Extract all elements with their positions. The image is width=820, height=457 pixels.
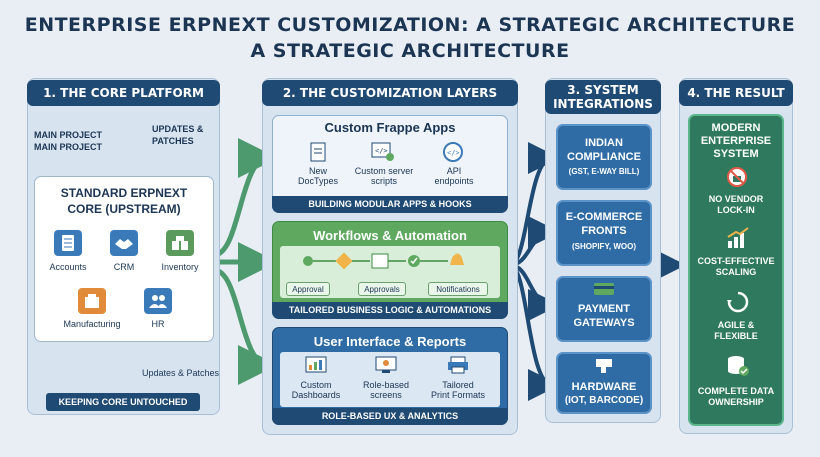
updates-top-label-1: UPDATES & [152,124,204,134]
indian-compliance-line-1: INDIAN [585,137,623,149]
standard-erpnext-core-box [34,176,214,342]
workflows-automation-title: Workflows & Automation [313,228,467,243]
main-project-label-1: MAIN PROJECT [34,130,103,140]
payment-gateways-line-2: GATEWAYS [573,317,635,329]
result-item-2-line-1: COST-EFFECTIVE [697,256,775,266]
hardware-line-1: HARDWARE [571,381,637,393]
accounts-icon [54,230,82,256]
result-item-2-line-2: SCALING [715,267,757,277]
updates-bottom-label: Updates & Patches [142,368,220,378]
ui-item-3-line-1: Tailored [442,380,474,390]
result-item-1-line-2: LOCK-IN [717,205,755,215]
apps-item-3-line-1: API [446,166,462,176]
notifications-pill: Notifications [428,282,488,296]
role-based-ux-banner: ROLE-BASED UX & ANALYTICS [272,408,508,425]
module-inventory-label: Inventory [161,262,199,272]
building-modular-apps-banner: BUILDING MODULAR APPS & HOOKS [272,196,508,213]
page-title-line-2: A STRATEGIC ARCHITECTURE [250,40,570,62]
barcode-scanner-icon [594,357,614,375]
result-header: 4. THE RESULT [679,80,793,106]
database-ownership-icon [726,354,750,378]
result-title-1: MODERN [711,122,761,134]
result-item-1-line-1: NO VENDOR [708,194,764,204]
approval-pill: Approval [286,282,330,296]
api-endpoints-icon: </> [442,141,464,163]
print-formats-icon [446,355,470,375]
apps-item-1-line-1: New [308,166,327,176]
ecommerce-line-1: E-COMMERCE [565,211,643,223]
core-box-title-1: STANDARD ERPNEXT [60,186,188,200]
main-project-label-2: MAIN PROJECT [34,142,103,152]
integration-card-hardware [556,352,652,414]
core-box-title-2: CORE (UPSTREAM) [67,202,181,216]
core-platform-header: 1. THE CORE PLATFORM [27,80,220,106]
svg-text:</>: </> [375,147,388,155]
agile-cycle-icon [726,290,750,314]
cost-effective-chart-icon [726,226,750,250]
result-item-4-line-1: COMPLETE DATA [697,386,775,396]
hr-people-icon [144,288,172,314]
ecommerce-sub: (SHOPIFY, WOO) [572,242,636,251]
user-interface-reports-title: User Interface & Reports [313,334,467,349]
keeping-core-untouched-banner: KEEPING CORE UNTOUCHED [46,393,200,411]
customization-layers-header: 2. THE CUSTOMIZATION LAYERS [262,80,518,106]
page-title-line-1: ENTERPRISE ERPNEXT CUSTOMIZATION: A STRA… [24,14,796,36]
system-integrations-header: 3. SYSTEM INTEGRATIONS [545,80,661,114]
ui-item-2-line-1: Role-based [362,380,410,390]
system-integrations-header-line-1: 3. SYSTEM [567,83,639,97]
result-title-2: ENTERPRISE [700,135,772,147]
tailored-business-logic-banner: TAILORED BUSINESS LOGIC & AUTOMATIONS [272,302,508,319]
hardware-line-2: (IOT, BARCODE) [564,395,644,406]
approvals-pill: Approvals [358,282,406,296]
result-title-3: SYSTEM [713,148,759,160]
ecommerce-line-2: FRONTS [581,225,627,237]
apps-item-2-line-1: Custom server [354,166,414,176]
server-scripts-icon: </> [370,141,396,163]
result-item-4-line-2: OWNERSHIP [708,397,764,407]
ui-item-3-line-2: Print Formats [430,390,485,400]
payment-gateways-line-1: PAYMENT [578,303,630,315]
module-manufacturing-label: Manufacturing [63,319,121,329]
payment-card-icon [592,281,616,297]
integration-card-ecommerce [556,200,652,266]
custom-dashboards-icon [304,355,328,375]
custom-frappe-apps-title: Custom Frappe Apps [324,120,456,135]
inventory-icon [166,230,194,256]
new-doctypes-icon [308,141,328,163]
indian-compliance-sub: (GST, E-WAY BILL) [568,167,640,176]
apps-item-1-line-2: DocTypes [297,176,339,186]
module-hr-label: HR [151,319,165,329]
indian-compliance-line-2: COMPLIANCE [567,151,641,163]
ui-item-1-line-2: Dashboards [291,390,341,400]
module-crm-label: CRM [113,262,135,272]
crm-handshake-icon [110,230,138,256]
module-accounts-label: Accounts [49,262,87,272]
result-item-3-line-1: AGILE & [717,320,755,330]
manufacturing-icon [78,288,106,314]
apps-item-2-line-2: scripts [370,176,397,186]
result-item-3-line-2: FLEXIBLE [714,331,758,341]
workflow-flow-icons [303,252,464,270]
svg-text:</>: </> [447,149,460,157]
no-vendor-lock-icon [726,166,748,188]
role-based-screens-icon [374,355,398,375]
system-integrations-header-line-2: INTEGRATIONS [553,97,653,111]
ui-item-2-line-2: screens [370,390,402,400]
ui-item-1-line-1: Custom [300,380,332,390]
updates-top-label-2: PATCHES [152,136,194,146]
apps-item-3-line-2: endpoints [434,176,474,186]
integration-card-indian-compliance [556,124,652,190]
